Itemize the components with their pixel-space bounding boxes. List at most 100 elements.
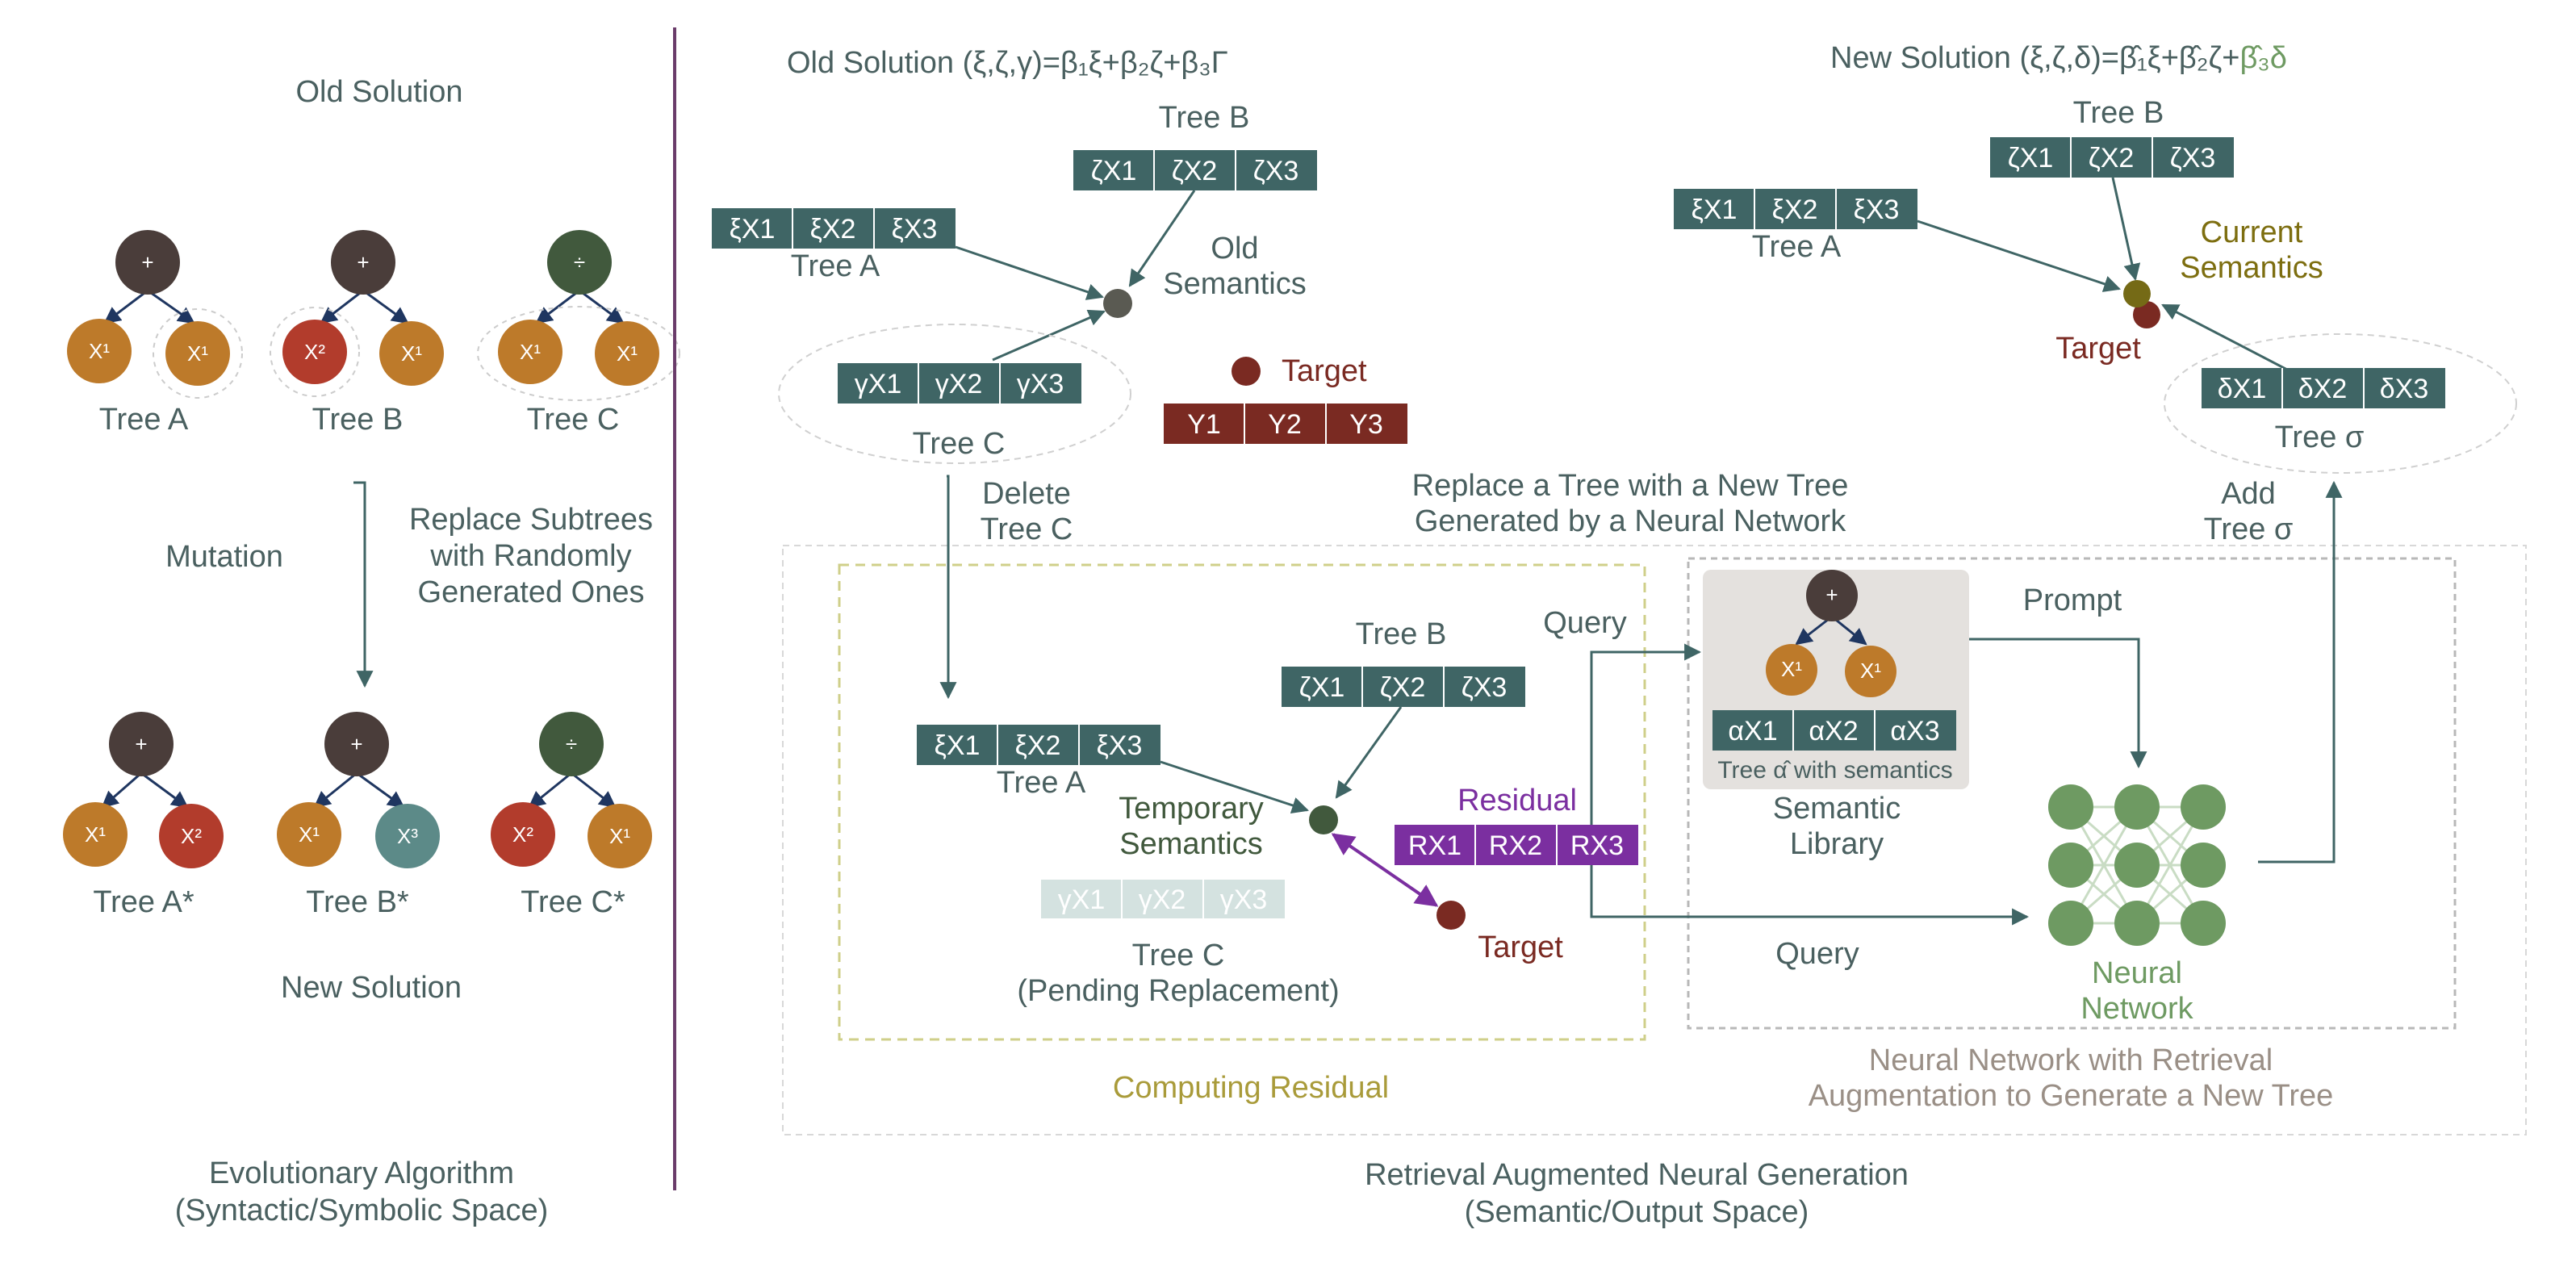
mutation-arrow bbox=[353, 481, 374, 688]
semantic-library-line1: Semantic bbox=[1773, 792, 1901, 826]
semantic-cell: γX2 bbox=[1139, 884, 1186, 915]
old-semantics-dot bbox=[1103, 289, 1132, 318]
replace-tree-line2: Generated by a Neural Network bbox=[1415, 504, 1846, 538]
semantic-cell: ζX1 bbox=[1091, 156, 1137, 186]
semantic-cell: ζX3 bbox=[2170, 143, 2216, 174]
left-footer-line1: Evolutionary Algorithm bbox=[209, 1156, 514, 1190]
tree-node-leaf-label: X¹ bbox=[85, 822, 106, 847]
tree-node-leaf-label: X³ bbox=[397, 824, 418, 848]
query-label-library: Query bbox=[1543, 606, 1626, 640]
temporary-semantics-dot bbox=[1309, 805, 1338, 834]
semantic-cell: γX1 bbox=[1058, 884, 1106, 915]
tree-c-pending-line2: (Pending Replacement) bbox=[1017, 974, 1339, 1008]
current-semantics-line2: Semantics bbox=[2180, 251, 2323, 285]
semantic-cell: δX1 bbox=[2218, 374, 2267, 404]
old-solution-formula: Old Solution (ξ,ζ,γ)=β₁ξ+β₂ζ+β₃Γ bbox=[787, 46, 1228, 80]
tree-c-new: ÷ X² X¹ Tree C* bbox=[491, 712, 652, 919]
tree-node-leaf bbox=[159, 804, 224, 868]
tree-sigma-semantics: δX1 δX2 δX3 bbox=[2202, 368, 2445, 408]
tree-b-semantics-temp: ζX1 ζX2 ζX3 bbox=[1282, 667, 1525, 707]
tree-node-root bbox=[115, 230, 180, 295]
residual-cell: RX3 bbox=[1570, 830, 1624, 861]
library-tree: + X¹ X¹ bbox=[1766, 570, 1896, 697]
semantic-cell: γX3 bbox=[1220, 884, 1268, 915]
semantic-cell: ζX2 bbox=[1172, 156, 1218, 186]
tree-a-semantics-temp: ξX1 ξX2 ξX3 bbox=[917, 725, 1160, 765]
tree-b-label: Tree B bbox=[1159, 101, 1250, 135]
temporary-semantics-line2: Semantics bbox=[1119, 827, 1262, 861]
neural-network-line1: Neural bbox=[2092, 956, 2182, 990]
semantic-cell: ζX1 bbox=[1299, 672, 1345, 703]
semantic-cell: ξX3 bbox=[892, 214, 938, 245]
tree-node-root-label: ÷ bbox=[574, 250, 585, 274]
target-values: Y1 Y2 Y3 bbox=[1164, 404, 1407, 444]
target-dot-temp bbox=[1436, 901, 1466, 930]
tree-node-root bbox=[324, 712, 389, 776]
semantic-cell: δX3 bbox=[2380, 374, 2429, 404]
residual-values: RX1 RX2 RX3 bbox=[1395, 825, 1638, 865]
current-semantics-dot bbox=[2123, 280, 2151, 307]
tree-label: Tree A* bbox=[93, 885, 194, 919]
tree-c-semantics-old: γX1 γX2 γX3 bbox=[838, 363, 1081, 404]
tree-a-label: Tree A bbox=[791, 249, 880, 283]
tree-b-semantics-old: ζX1 ζX2 ζX3 bbox=[1073, 150, 1317, 190]
semantic-cell: ζX3 bbox=[1253, 156, 1299, 186]
tree-b-label-temp: Tree B bbox=[1356, 617, 1447, 651]
tree-node-leaf-label: X¹ bbox=[187, 341, 208, 366]
old-semantics-label-line2: Semantics bbox=[1163, 267, 1306, 301]
semantic-cell: ζX3 bbox=[1462, 672, 1508, 703]
semantic-cell: ξX2 bbox=[1015, 730, 1061, 761]
tree-node-root-label: + bbox=[1825, 583, 1838, 607]
tree-node-leaf bbox=[588, 804, 652, 868]
query-arrow-library bbox=[1590, 643, 1702, 825]
replace-note-line3: Generated Ones bbox=[418, 575, 645, 609]
add-tree-sigma-line1: Add bbox=[2221, 477, 2276, 511]
semantic-cell: ξX1 bbox=[1692, 194, 1738, 225]
semantic-library-line2: Library bbox=[1790, 827, 1884, 861]
tree-node-root-label: + bbox=[135, 732, 147, 756]
residual-cell: RX1 bbox=[1408, 830, 1462, 861]
neural-network-graphic bbox=[2048, 784, 2226, 946]
tree-b-new: + X¹ X³ Tree B* bbox=[277, 712, 440, 919]
target-label-old: Target bbox=[1282, 354, 1367, 388]
semantic-cell: γX1 bbox=[855, 369, 902, 399]
residual-arrow bbox=[1331, 833, 1439, 907]
delete-tree-c-line2: Tree C bbox=[981, 512, 1073, 546]
rang-region bbox=[782, 545, 2527, 1135]
semantic-cell: ξX1 bbox=[730, 214, 776, 245]
tree-a-semantics-old: ξX1 ξX2 ξX3 bbox=[712, 208, 956, 249]
tree-node-leaf bbox=[1845, 646, 1896, 697]
tree-node-leaf bbox=[1766, 644, 1817, 696]
current-semantics-line1: Current bbox=[2201, 215, 2303, 249]
new-solution-formula: New Solution (ξ,ζ,δ)=β̂₁ξ+β̂₂ζ+β̂₃δ bbox=[1830, 41, 2287, 75]
tree-node-leaf bbox=[67, 319, 132, 383]
tree-c-semantics-pending: γX1 γX2 γX3 bbox=[1041, 880, 1285, 918]
tree-label: Tree A bbox=[99, 403, 189, 437]
mutation-label: Mutation bbox=[165, 540, 283, 574]
tree-node-leaf-label: X¹ bbox=[401, 341, 422, 366]
tree-node-root-label: + bbox=[350, 732, 362, 756]
tree-node-root bbox=[331, 230, 395, 295]
tree-a-label-temp: Tree A bbox=[997, 766, 1086, 800]
semantic-cell: ξX1 bbox=[935, 730, 981, 761]
replace-note-line1: Replace Subtrees bbox=[409, 503, 653, 537]
replace-tree-line1: Replace a Tree with a New Tree bbox=[1412, 469, 1849, 503]
semantic-cell: ξX2 bbox=[1772, 194, 1818, 225]
semantic-cell: δX2 bbox=[2298, 374, 2348, 404]
computing-residual-label: Computing Residual bbox=[1113, 1071, 1389, 1105]
tree-node-root-label: + bbox=[141, 250, 153, 274]
semantic-cell: γX3 bbox=[1017, 369, 1064, 399]
temporary-semantics-line1: Temporary bbox=[1119, 792, 1264, 826]
semantic-cell: αX1 bbox=[1728, 716, 1777, 746]
tree-node-root bbox=[1806, 570, 1858, 621]
nn-retrieval-line1: Neural Network with Retrieval bbox=[1869, 1043, 2273, 1077]
semantic-cell: ξX2 bbox=[810, 214, 856, 245]
target-cell: Y1 bbox=[1187, 409, 1221, 440]
target-cell: Y3 bbox=[1349, 409, 1383, 440]
target-label-temp: Target bbox=[1478, 930, 1563, 964]
tree-node-root bbox=[109, 712, 174, 776]
tree-c-old: ÷ X¹ X¹ Tree C bbox=[477, 230, 680, 437]
tree-node-leaf bbox=[379, 321, 444, 386]
tree-a-semantics-new: ξX1 ξX2 ξX3 bbox=[1674, 189, 1917, 229]
tree-node-root bbox=[539, 712, 604, 776]
